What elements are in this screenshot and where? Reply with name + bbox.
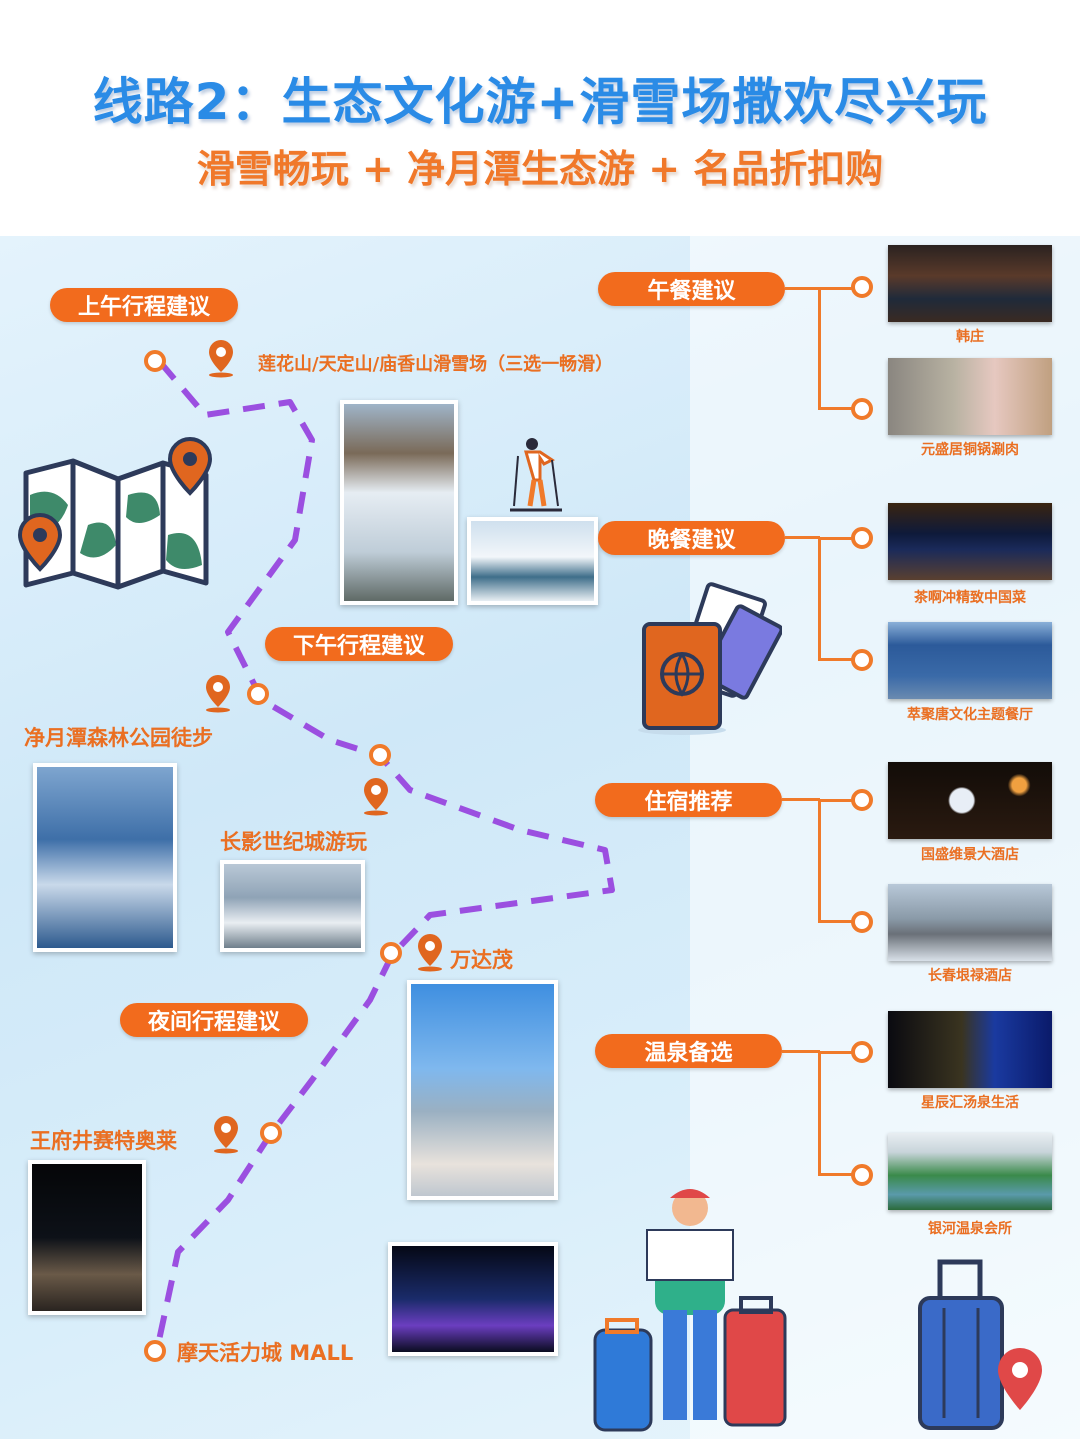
route-stop-marker [247, 683, 269, 705]
option-yuanshengju: 元盛居铜锅涮肉 [921, 442, 1019, 458]
option-marker [851, 398, 873, 420]
option-marker [851, 527, 873, 549]
connector-bracket [818, 799, 852, 923]
location-pin-icon [214, 1116, 238, 1154]
hanzhuang-photo [888, 245, 1052, 322]
connector [785, 536, 820, 539]
route-stop-marker [260, 1122, 282, 1144]
option-hanzhuang: 韩庄 [956, 329, 984, 345]
xingchenhui-photo [888, 1011, 1052, 1088]
guosheng-hotel-photo [888, 762, 1052, 839]
yinlu-hotel-photo [888, 884, 1052, 961]
jingyuetan-photo [33, 763, 177, 952]
location-pin-icon [364, 778, 388, 816]
yinhe-spa-photo [888, 1133, 1052, 1210]
option-marker [851, 276, 873, 298]
route-stop-marker [369, 744, 391, 766]
stop-wangfujing: 王府井赛特奥莱 [30, 1129, 177, 1153]
stop-changying: 长影世纪城游玩 [220, 830, 367, 854]
connector [785, 287, 820, 290]
option-chaachong: 茶啊冲精致中国菜 [914, 590, 1026, 606]
lunch-label: 午餐建议 [598, 272, 785, 306]
route-stop-marker [144, 1340, 166, 1362]
skier-icon [510, 438, 562, 512]
yuanshengju-photo [888, 358, 1052, 435]
hot-spring-label: 温泉备选 [595, 1034, 782, 1068]
ski-resort-photo [340, 400, 458, 605]
chaachong-photo [888, 503, 1052, 580]
wangfujing-photo [28, 1160, 146, 1315]
luggage-icon [918, 1259, 1042, 1430]
evening-schedule-label: 夜间行程建议 [120, 1003, 308, 1037]
option-marker [851, 1041, 873, 1063]
option-guosheng-hotel: 国盛维景大酒店 [921, 847, 1019, 863]
route-stop-marker [380, 942, 402, 964]
connector-bracket [818, 287, 852, 410]
traveler-icon [593, 1189, 787, 1432]
page-title: 线路2：生态文化游+滑雪场撒欢尽兴玩 [92, 73, 988, 131]
map-icon [18, 436, 213, 590]
afternoon-schedule-label: 下午行程建议 [265, 627, 453, 661]
option-yinhe-spa: 银河温泉会所 [928, 1221, 1012, 1237]
stop-ski-resorts: 莲花山/天定山/庙香山滑雪场（三选一畅滑） [258, 354, 614, 375]
option-xingchenhui: 星辰汇汤泉生活 [921, 1095, 1019, 1111]
morning-schedule-label: 上午行程建议 [50, 288, 238, 322]
option-marker [851, 911, 873, 933]
changying-photo [220, 860, 365, 952]
option-cuijutang: 萃聚唐文化主题餐厅 [907, 707, 1033, 723]
skiers-photo [467, 517, 598, 605]
location-pin-icon [418, 934, 442, 972]
route-stop-marker [144, 350, 166, 372]
connector-bracket [818, 1051, 852, 1176]
stop-wanda: 万达茂 [450, 948, 513, 972]
passport-icon [638, 582, 782, 735]
connector [782, 798, 820, 801]
dinner-label: 晚餐建议 [598, 521, 785, 555]
cuijutang-photo [888, 622, 1052, 699]
option-marker [851, 649, 873, 671]
connector [782, 1050, 820, 1053]
stop-motian-mall: 摩天活力城 MALL [177, 1341, 354, 1365]
wanda-photo [407, 980, 558, 1200]
location-pin-icon [209, 340, 233, 378]
stop-jingyuetan: 净月潭森林公园徒步 [24, 726, 213, 750]
motian-mall-photo [388, 1242, 558, 1356]
connector-bracket [818, 537, 852, 661]
option-yinlu-hotel: 长春垠禄酒店 [928, 968, 1012, 984]
location-pin-icon [206, 675, 230, 713]
option-marker [851, 1164, 873, 1186]
option-marker [851, 789, 873, 811]
page-subtitle: 滑雪畅玩 + 净月潭生态游 + 名品折扣购 [196, 147, 884, 191]
accommodation-label: 住宿推荐 [595, 783, 782, 817]
